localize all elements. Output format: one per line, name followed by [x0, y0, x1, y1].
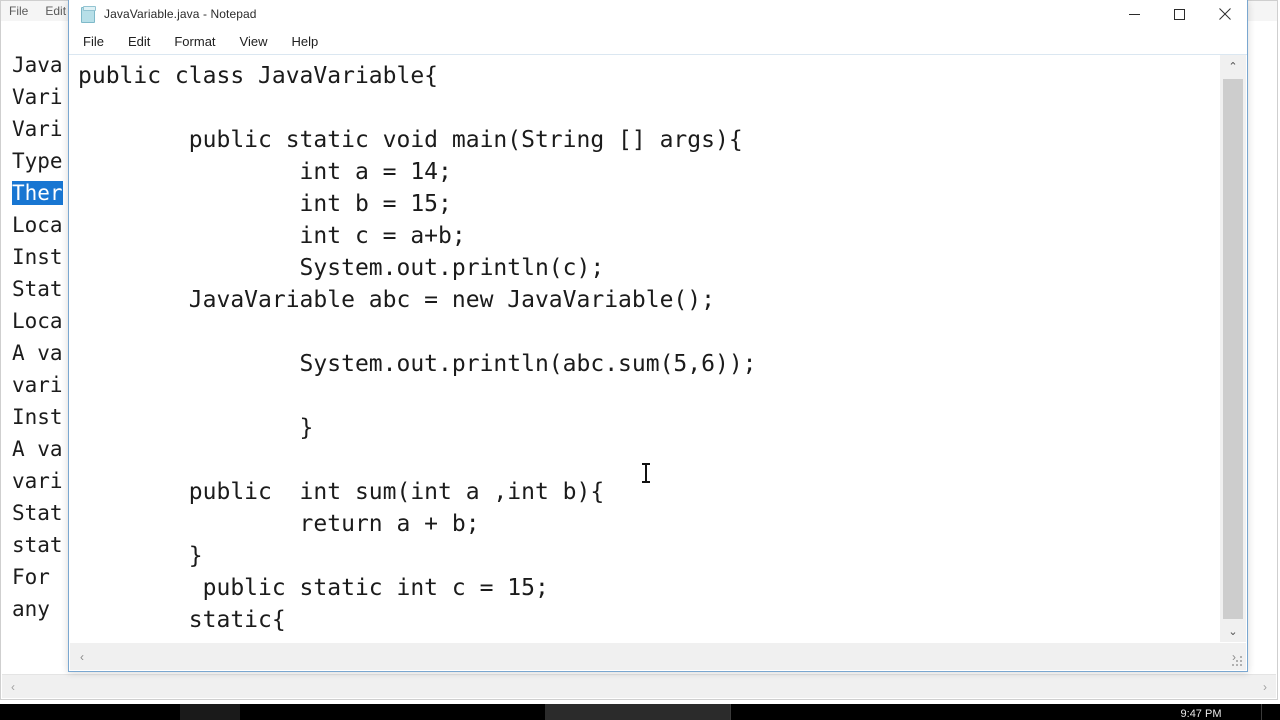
background-text-line: Vari: [12, 85, 63, 109]
notepad-body: public class JavaVariable{ public static…: [69, 55, 1247, 671]
menu-help[interactable]: Help: [291, 33, 319, 49]
code-line: System.out.println(abc.sum(5,6));: [78, 351, 757, 377]
code-line: }: [78, 415, 314, 441]
background-text-line: vari: [12, 469, 63, 493]
desktop-background: [0, 700, 1280, 704]
notepad-window[interactable]: JavaVariable.java - Notepad: [68, 0, 1248, 672]
background-text-line: Loca: [12, 309, 63, 333]
code-line: int c = a+b;: [78, 223, 466, 249]
background-text-line: vari: [12, 373, 63, 397]
taskbar-show-desktop-button[interactable]: [1261, 704, 1280, 720]
code-line: [78, 444, 1220, 476]
vertical-scrollbar-thumb[interactable]: [1223, 79, 1243, 619]
notepad-icon: [80, 6, 96, 23]
code-line: int a = 14;: [78, 159, 452, 185]
maximize-button[interactable]: [1157, 0, 1202, 28]
background-text-line: any: [12, 597, 50, 621]
background-menu-edit[interactable]: Edit: [45, 4, 67, 18]
taskbar-item-active[interactable]: [545, 704, 731, 720]
code-line: [78, 380, 1220, 412]
background-text-line-selected: Ther: [12, 181, 63, 205]
vertical-scrollbar[interactable]: ⌃ ⌄: [1220, 55, 1246, 642]
background-text-line: stat: [12, 533, 63, 557]
code-line: [78, 92, 1220, 124]
code-line: [78, 316, 1220, 348]
background-text-line: A va: [12, 341, 63, 365]
close-icon: [1218, 8, 1231, 20]
background-text-line: Inst: [12, 405, 63, 429]
minimize-button[interactable]: [1112, 0, 1157, 28]
notepad-titlebar[interactable]: JavaVariable.java - Notepad: [69, 0, 1247, 28]
background-text-line: A va: [12, 437, 63, 461]
minimize-icon: [1129, 13, 1140, 15]
maximize-icon: [1174, 8, 1185, 20]
taskbar-spacer: [240, 704, 545, 720]
code-line: static{: [78, 607, 286, 633]
scroll-left-icon[interactable]: ‹: [80, 649, 84, 664]
background-text-line: Java: [12, 53, 63, 77]
scroll-down-icon[interactable]: ⌄: [1220, 620, 1246, 642]
code-line: JavaVariable abc = new JavaVariable();: [78, 287, 715, 313]
scroll-left-icon[interactable]: ‹: [11, 679, 15, 694]
taskbar-start-area[interactable]: [0, 704, 180, 720]
menu-view[interactable]: View: [239, 33, 268, 49]
resize-grip-icon[interactable]: [1230, 654, 1244, 668]
background-text-line: Stat: [12, 277, 63, 301]
taskbar-item[interactable]: [180, 704, 240, 720]
background-horizontal-scrollbar[interactable]: ‹ ›: [2, 674, 1276, 698]
window-controls: [1112, 0, 1247, 28]
taskbar-clock[interactable]: 9:47 PM: [1141, 704, 1261, 720]
scroll-right-icon[interactable]: ›: [1232, 649, 1236, 664]
background-text-line: Stat: [12, 501, 63, 525]
taskbar[interactable]: 9:47 PM: [0, 704, 1280, 720]
background-text-line: Loca: [12, 213, 63, 237]
code-line: }: [78, 543, 203, 569]
code-line: System.out.println(c);: [78, 255, 605, 281]
code-line: return a + b;: [78, 511, 480, 537]
background-text-line: For: [12, 565, 50, 589]
background-menu-file[interactable]: File: [9, 4, 29, 18]
code-line: public static int c = 15;: [78, 575, 549, 601]
menu-edit[interactable]: Edit: [127, 33, 151, 49]
code-line: public int sum(int a ,int b){: [78, 479, 605, 505]
notepad-text-editor[interactable]: public class JavaVariable{ public static…: [69, 55, 1220, 642]
background-text-line: Vari: [12, 117, 63, 141]
notepad-menubar: File Edit Format View Help: [69, 28, 1247, 55]
background-text-line: Inst: [12, 245, 63, 269]
menu-format[interactable]: Format: [174, 33, 216, 49]
code-line: public class JavaVariable{: [78, 63, 439, 89]
menu-file[interactable]: File: [83, 33, 104, 49]
background-text-line: Type: [12, 149, 63, 173]
window-title: JavaVariable.java - Notepad: [104, 7, 257, 21]
scroll-up-icon[interactable]: ⌃: [1220, 55, 1246, 77]
horizontal-scrollbar[interactable]: ‹ ›: [70, 643, 1246, 670]
taskbar-spacer: [731, 704, 1141, 720]
code-line: int b = 15;: [78, 191, 452, 217]
code-line: public static void main(String [] args){: [78, 127, 743, 153]
close-button[interactable]: [1202, 0, 1247, 28]
scroll-right-icon[interactable]: ›: [1263, 679, 1267, 694]
